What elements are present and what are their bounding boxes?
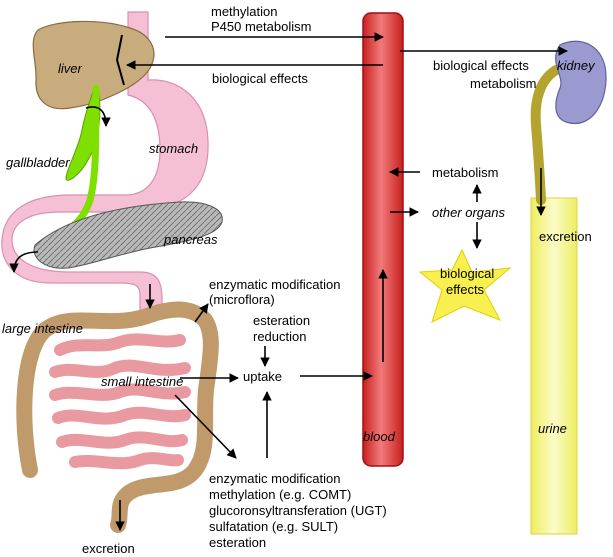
kidney-label: kidney xyxy=(557,58,596,73)
arrow-pancreas-curve xyxy=(9,251,39,273)
uptake-label: uptake xyxy=(243,369,282,384)
small-intestine-shape xyxy=(49,333,191,470)
bio-effects-kidney-label: biological effects xyxy=(433,58,529,73)
large-intestine-label: large intestine xyxy=(2,321,83,336)
biological-effects-star xyxy=(418,248,512,323)
pancreas-label: pancreas xyxy=(163,232,218,247)
liver-label: liver xyxy=(58,61,83,76)
large-intestine-shape xyxy=(16,301,219,533)
p450-label: P450 metabolism xyxy=(211,19,311,34)
stomach-label: stomach xyxy=(149,141,198,156)
arrow-to-microflora xyxy=(194,303,209,323)
urine-label: urine xyxy=(538,421,567,436)
urine-column xyxy=(530,197,578,535)
blood-label: blood xyxy=(363,429,396,444)
metabolism-kidney-label: metabolism xyxy=(470,76,536,91)
comt-label: methylation (e.g. COMT) xyxy=(209,487,351,502)
kidney-shape xyxy=(555,40,607,125)
pancreas-shape xyxy=(33,201,223,269)
stomach-shape xyxy=(1,11,209,311)
bio-effects-star-label-2: effects xyxy=(446,282,485,297)
arrow-to-enzymatic-2 xyxy=(174,394,237,459)
enzymatic-mod-1-label: enzymatic modification xyxy=(209,277,341,292)
ureter xyxy=(530,65,561,205)
sult-label: sulfatation (e.g. SULT) xyxy=(209,519,338,534)
excretion-gut-label: excretion xyxy=(82,541,135,556)
esteration-label: esteration xyxy=(253,313,310,328)
excretion-kidney-label: excretion xyxy=(539,229,592,244)
small-intestine-label: small intestine xyxy=(101,374,183,389)
gallbladder-label: gallbladder xyxy=(6,155,70,170)
bio-effects-star-label-1: biological xyxy=(440,266,494,281)
ugt-label: glucoronsyltransferation (UGT) xyxy=(209,503,387,518)
enzymatic-mod-2-label: enzymatic modification xyxy=(209,471,341,486)
microflora-label: (microflora) xyxy=(209,292,275,307)
esteration-2-label: esteration xyxy=(209,535,266,550)
liver-fissure xyxy=(115,34,125,86)
other-organs-label: other organs xyxy=(432,205,505,220)
arrows xyxy=(9,32,568,531)
bio-effects-liver-label: biological effects xyxy=(212,71,308,86)
arrow-gallbladder-curve xyxy=(85,106,111,127)
reduction-label: reduction xyxy=(253,329,306,344)
blood-vessel xyxy=(362,12,404,467)
methylation-label: methylation xyxy=(211,4,277,19)
liver-shape xyxy=(32,20,155,110)
metabolism-label: metabolism xyxy=(432,165,498,180)
